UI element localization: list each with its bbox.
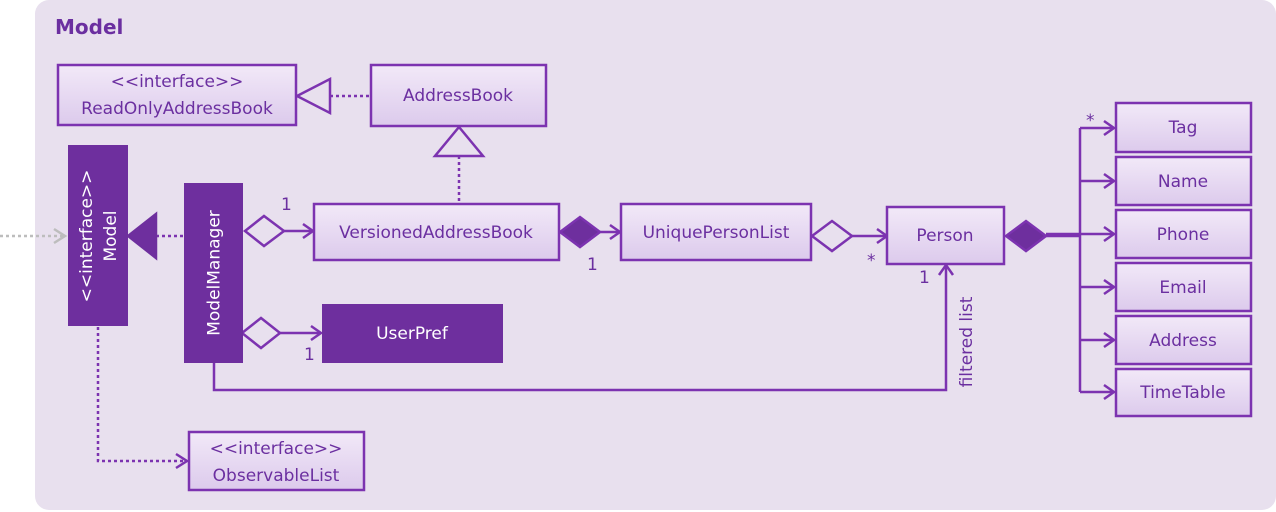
external-dependency <box>0 227 68 245</box>
class-name: AddressBook <box>403 86 513 106</box>
diamond-vab-upl <box>557 215 603 249</box>
stereotype-label: <<interface>> <box>210 439 343 459</box>
filtered-list-label: filtered list <box>957 296 977 387</box>
arrowhead-address <box>1103 331 1117 349</box>
multiplicity-person-tag: * <box>1086 111 1095 131</box>
arrowhead-tag <box>1103 119 1117 137</box>
arrowhead-timetable <box>1103 383 1117 401</box>
association-mm-person-filtered <box>212 266 948 392</box>
class-name: Model <box>101 210 121 261</box>
class-phone[interactable]: Phone <box>1114 208 1253 260</box>
relationship-symbols <box>125 76 1049 350</box>
class-name: ModelManager <box>205 210 225 336</box>
arrowhead-userpref <box>310 324 324 342</box>
class-name: ReadOnlyAddressBook <box>81 99 273 119</box>
multiplicity-vab-upl: 1 <box>587 255 598 275</box>
triangle-readonly <box>294 76 332 116</box>
class-name: Person <box>916 226 973 246</box>
diamond-upl-person <box>809 219 855 253</box>
class-observable-list[interactable]: <<interface>> ObservableList <box>187 430 366 492</box>
class-name: Name <box>1158 172 1208 192</box>
class-address-book[interactable]: AddressBook <box>369 63 548 128</box>
diamond-person <box>1003 219 1049 253</box>
class-address[interactable]: Address <box>1114 314 1253 366</box>
class-name: UserPref <box>376 324 449 344</box>
class-model[interactable]: <<interface>> Model <box>68 145 128 326</box>
class-time-table[interactable]: TimeTable <box>1114 367 1253 418</box>
dependency-model-observablelist <box>96 327 185 463</box>
multiplicity-upl-person: * <box>867 251 876 271</box>
triangle-addressbook <box>432 125 486 158</box>
class-name: Address <box>1149 331 1217 351</box>
stereotype-label: <<interface>> <box>111 72 244 92</box>
arrowhead-name <box>1103 172 1117 190</box>
class-model-manager[interactable]: ModelManager <box>184 183 243 363</box>
arrowhead-email <box>1103 278 1117 296</box>
package-title: Model <box>55 15 123 39</box>
class-name: TimeTable <box>1139 383 1226 403</box>
class-user-pref[interactable]: UserPref <box>322 304 503 363</box>
connectors <box>96 94 1117 470</box>
class-name: Email <box>1159 278 1206 298</box>
class-email[interactable]: Email <box>1114 261 1253 313</box>
multiplicity-mm-userpref: 1 <box>304 345 315 365</box>
class-name: Tag <box>1168 118 1198 138</box>
class-versioned-address-book[interactable]: VersionedAddressBook <box>312 202 561 262</box>
class-unique-person-list[interactable]: UniquePersonList <box>619 202 813 262</box>
diamond-mm-vab <box>242 214 287 248</box>
class-name-attr[interactable]: Name <box>1114 155 1253 207</box>
class-person[interactable]: Person <box>885 205 1006 266</box>
class-read-only-address-book[interactable]: <<interface>> ReadOnlyAddressBook <box>56 63 298 127</box>
triangle-model <box>125 211 158 261</box>
class-name: UniquePersonList <box>643 223 790 243</box>
arrowhead-phone <box>1103 225 1117 243</box>
class-name: ObservableList <box>213 466 340 486</box>
multiplicity-mm-vab: 1 <box>281 195 292 215</box>
stereotype-label: <<interface>> <box>77 170 97 303</box>
arrowhead-observablelist <box>175 452 190 470</box>
diamond-mm-userpref <box>239 316 283 350</box>
class-name: Phone <box>1157 225 1210 245</box>
class-tag[interactable]: Tag <box>1114 101 1253 154</box>
class-name: VersionedAddressBook <box>339 223 533 243</box>
multiplicity-person-filtered: 1 <box>919 268 930 288</box>
